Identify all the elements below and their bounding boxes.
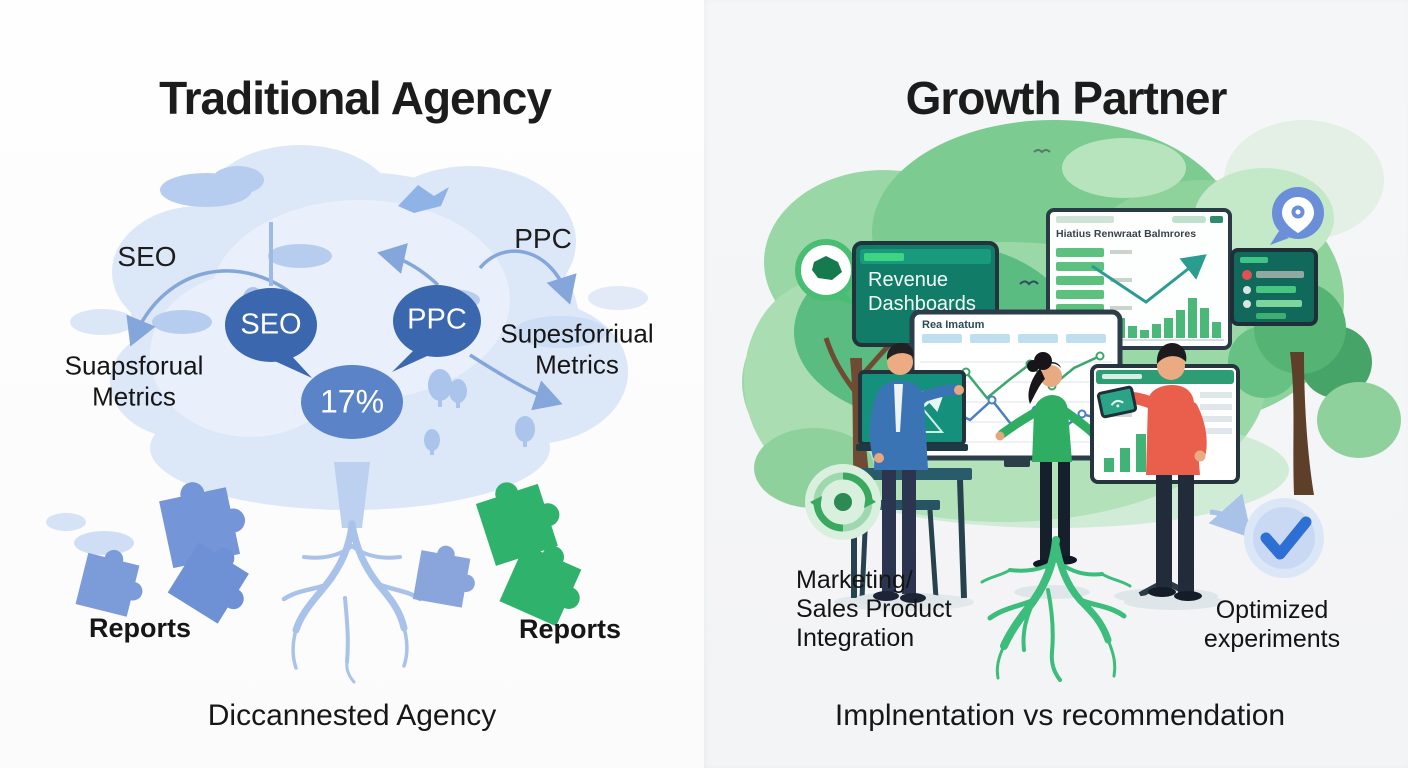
board-side-stubs [1200, 392, 1232, 434]
metrics-left-line2: Metrics [92, 381, 176, 411]
optimized-line1: Optimized [1215, 596, 1329, 624]
green-roots [980, 536, 1132, 682]
puzzle-pieces-left [75, 482, 249, 624]
task-list-screen [1230, 248, 1318, 326]
ppc-speech-bubble [392, 285, 481, 372]
metrics-right-label: Supesforriual Metrics [500, 318, 653, 379]
sidebar-text-stubs [1110, 250, 1132, 310]
revenue-line1: Revenue [868, 269, 949, 291]
bird-icon [398, 185, 449, 213]
sync-cycle-icon [805, 464, 881, 540]
flow-arrows [126, 222, 577, 411]
check-arrow [1208, 493, 1252, 539]
bird-icon [1019, 280, 1039, 286]
right-title: Growth Partner [905, 72, 1228, 124]
optimized-line2: experiments [1203, 625, 1341, 653]
optimized-label: Optimized experiments [1204, 596, 1340, 654]
tablet [1096, 385, 1138, 419]
growth-partner-illustration [742, 120, 1401, 682]
revenue-screen-label: Revenue Dashboards [868, 268, 976, 316]
metrics-left-label: Suapsforual Metrics [65, 350, 204, 411]
check-badge [1208, 493, 1324, 578]
metrics-right-line2: Metrics [535, 349, 619, 379]
left-title: Traditional Agency [159, 72, 552, 124]
right-caption: Implnentation vs recommendation [834, 699, 1286, 732]
blue-tree-roots [281, 462, 423, 684]
percent-ellipse [301, 365, 403, 439]
bird-icon [1033, 149, 1051, 154]
reports-left-label: Reports [88, 613, 192, 644]
location-pin-badge [1270, 187, 1324, 245]
check-icon [1260, 516, 1312, 560]
integration-line1: Marketing/ [796, 566, 913, 594]
left-caption: Diccannested Agency [207, 699, 497, 732]
seo-speech-bubble [225, 288, 317, 378]
metrics-right-line1: Supesforriual [500, 318, 654, 349]
integration-label: Marketing/ Sales Product Integration [796, 566, 952, 653]
right-tree [1228, 282, 1401, 495]
dashboard-mid-title: Rea Imatum [922, 319, 985, 331]
integration-line2: Sales Product [796, 595, 952, 623]
seo-bubble-label: SEO [240, 308, 302, 341]
traditional-agency-panel: Traditional Agency SEO PPC SEO PPC 17% S… [0, 0, 704, 768]
ppc-outer-label: PPC [514, 223, 572, 254]
seo-outer-label: SEO [117, 241, 177, 272]
dashboard-top-title: Hiatius Renwraat Balmrores [1056, 228, 1197, 240]
puzzle-pieces-right [412, 482, 582, 627]
tab-bars [922, 334, 1106, 343]
ppc-bubble-label: PPC [407, 303, 467, 336]
percent-label: 17% [319, 383, 385, 420]
integration-line3: Integration [796, 624, 915, 652]
reports-right-label: Reports [518, 614, 622, 645]
metrics-left-line1: Suapsforual [64, 350, 204, 381]
traditional-agency-illustration [46, 145, 648, 684]
presenter-man-left [854, 343, 964, 608]
growth-partner-panel: Growth Partner Revenue Dashboards Hiatiu… [704, 0, 1408, 768]
presenter-man-right [1096, 343, 1224, 610]
revenue-line2: Dashboards [868, 293, 976, 315]
trend-arrow [1091, 254, 1207, 304]
